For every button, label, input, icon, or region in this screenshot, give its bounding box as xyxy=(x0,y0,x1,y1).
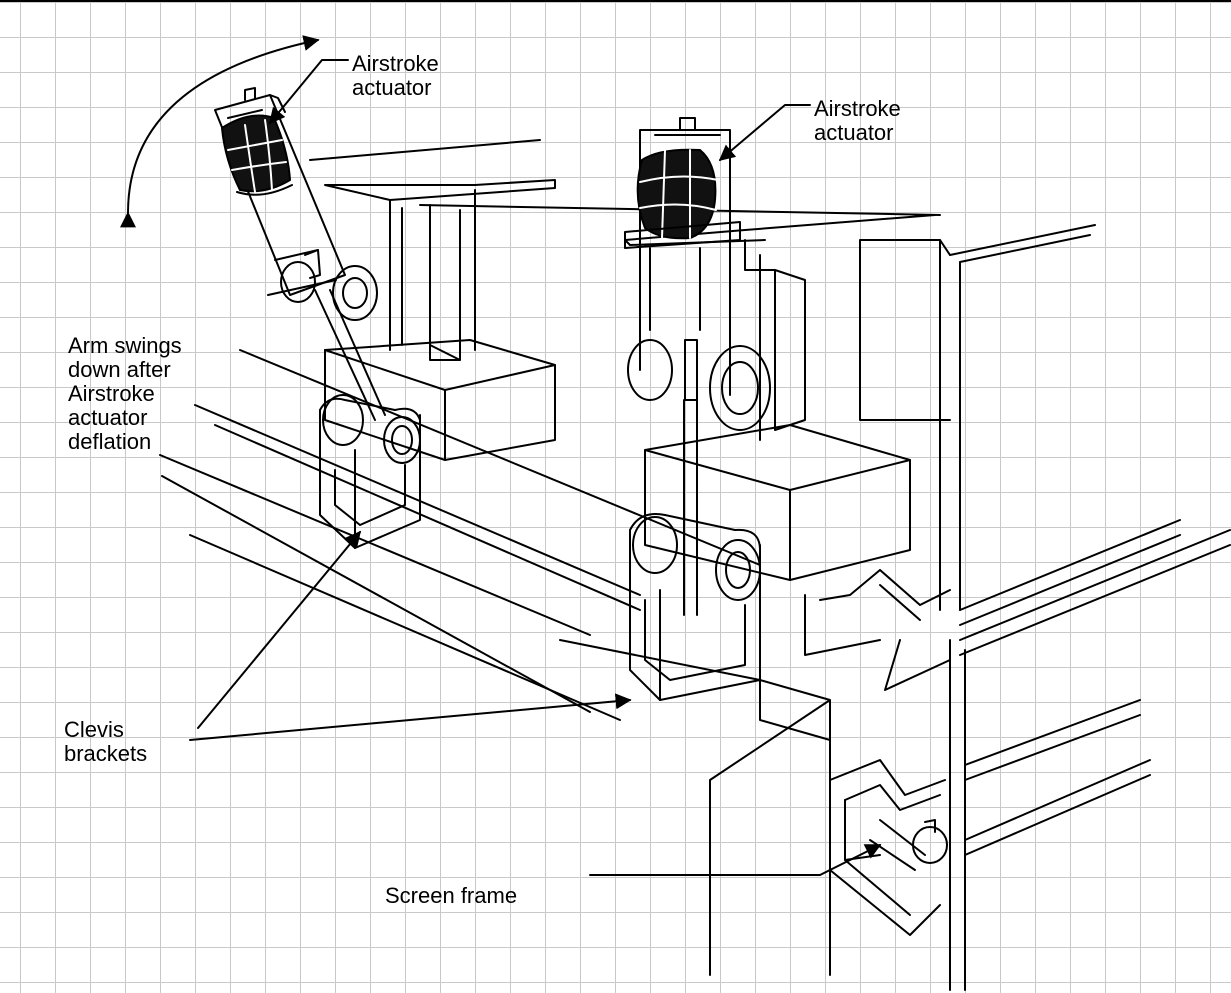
actuator-right-line2: actuator xyxy=(814,120,894,145)
right-actuator xyxy=(624,117,771,431)
left-bellows-icon xyxy=(221,114,291,193)
leader-lines xyxy=(161,59,882,876)
clevis-line1: Clevis xyxy=(64,717,124,742)
actuator-right-label: Airstroke actuator xyxy=(812,97,903,145)
main-angle-beam xyxy=(559,639,831,976)
right-frame xyxy=(804,224,1231,991)
actuator-left-label: Airstroke actuator xyxy=(350,52,441,100)
arm-note-line4: actuator xyxy=(68,405,148,430)
arm-note-line5: deflation xyxy=(68,429,152,454)
left-actuator xyxy=(214,87,378,321)
actuator-left-line1: Airstroke xyxy=(352,51,439,76)
arm-note-line2: down after xyxy=(68,357,171,382)
arm-swing-label: Arm swings down after Airstroke actuator… xyxy=(66,334,184,454)
clevis-brackets-label: Clevis brackets xyxy=(62,718,149,766)
actuator-left-line2: actuator xyxy=(352,75,432,100)
left-push-rod xyxy=(314,289,386,421)
screen-frame-shape xyxy=(829,759,948,936)
screen-frame-label: Screen frame xyxy=(385,883,518,908)
right-clevis-bracket xyxy=(629,513,761,701)
actuator-right-line1: Airstroke xyxy=(814,96,901,121)
swing-arrow-icon xyxy=(119,35,320,228)
right-bellows-icon xyxy=(636,148,717,240)
left-support-block xyxy=(324,179,556,461)
arm-note-line1: Arm swings xyxy=(68,333,182,358)
right-push-rod xyxy=(683,399,698,616)
arm-note-line3: Airstroke xyxy=(68,381,155,406)
cropped-title-edge xyxy=(0,0,1231,2)
left-clevis-bracket xyxy=(319,394,421,549)
clevis-line2: brackets xyxy=(64,741,148,766)
